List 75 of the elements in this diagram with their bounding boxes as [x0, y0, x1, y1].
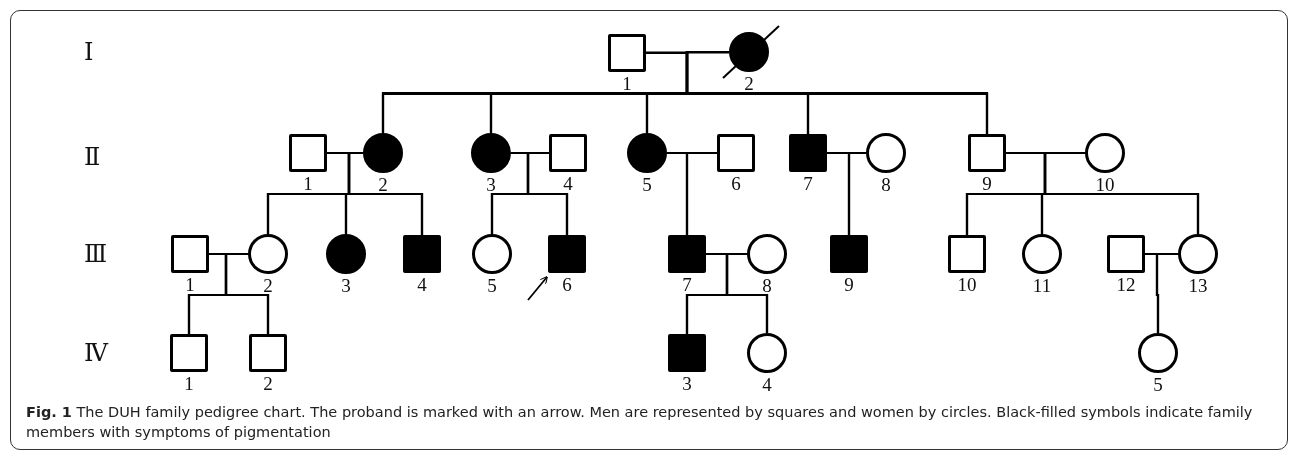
pedigree-line	[1155, 252, 1178, 333]
proband-arrow	[527, 275, 548, 301]
pedigree-line	[685, 151, 717, 235]
individual-number: 8	[762, 275, 772, 297]
individual-number: 6	[562, 274, 572, 296]
individual-number: 3	[486, 174, 496, 196]
male-square	[948, 235, 986, 273]
individual-number: 8	[881, 174, 891, 196]
individual-number: 5	[642, 174, 652, 196]
male-square	[789, 134, 827, 172]
individual-number: 4	[563, 173, 573, 195]
individual-number: 6	[731, 173, 741, 195]
individual-number: 2	[263, 275, 273, 297]
individual-number: 9	[844, 274, 854, 296]
individual-number: 2	[744, 73, 754, 95]
generation-label: Ⅱ	[84, 143, 101, 171]
generation-label: Ⅲ	[84, 240, 108, 268]
individual-number: 12	[1116, 274, 1136, 296]
generation-label: Ⅰ	[84, 38, 94, 66]
male-square	[968, 134, 1006, 172]
female-circle	[471, 133, 511, 173]
individual-number: 1	[185, 274, 195, 296]
female-circle	[472, 234, 512, 274]
male-square	[608, 34, 646, 72]
pedigree-line	[847, 151, 866, 235]
female-circle	[866, 133, 906, 173]
individual-number: 10	[957, 274, 977, 296]
female-circle	[729, 32, 769, 72]
individual-number: 1	[622, 73, 632, 95]
pedigree-line	[347, 151, 424, 235]
individual-number: 7	[803, 173, 813, 195]
male-square	[549, 134, 587, 172]
female-circle	[248, 234, 288, 274]
male-square	[249, 334, 287, 372]
male-square	[289, 134, 327, 172]
individual-number: 7	[682, 274, 692, 296]
female-circle	[1085, 133, 1125, 173]
individual-number: 1	[303, 173, 313, 195]
individual-number: 4	[762, 374, 772, 396]
female-circle	[627, 133, 667, 173]
male-square	[1107, 235, 1145, 273]
individual-number: 5	[1153, 374, 1163, 396]
individual-number: 2	[263, 373, 273, 395]
generation-label: Ⅳ	[84, 339, 108, 367]
male-square	[668, 235, 706, 273]
pedigree-line	[526, 151, 569, 235]
female-circle	[326, 234, 366, 274]
male-square	[668, 334, 706, 372]
male-square	[403, 235, 441, 273]
male-square	[171, 235, 209, 273]
female-circle	[1178, 234, 1218, 274]
female-circle	[363, 133, 403, 173]
female-circle	[1022, 234, 1062, 274]
individual-number: 2	[378, 174, 388, 196]
male-square	[548, 235, 586, 273]
pedigree-line	[646, 51, 729, 54]
female-circle	[1138, 333, 1178, 373]
individual-number: 13	[1188, 275, 1208, 297]
individual-number: 4	[417, 274, 427, 296]
pedigree-line	[725, 252, 769, 333]
female-circle	[747, 234, 787, 274]
individual-number: 9	[982, 173, 992, 195]
pedigree-line	[1043, 151, 1200, 234]
male-square	[717, 134, 755, 172]
individual-number: 3	[341, 275, 351, 297]
individual-number: 5	[487, 275, 497, 297]
male-square	[170, 334, 208, 372]
female-circle	[747, 333, 787, 373]
individual-number: 3	[682, 373, 692, 395]
pedigree-line	[224, 252, 270, 334]
individual-number: 10	[1095, 174, 1115, 196]
individual-number: 1	[184, 373, 194, 395]
figure-caption: Fig. 1 The DUH family pedigree chart. The proband is marked with an arrow. Men are represented by squares and women by circles. Black-filled symbols indicate family members with symptoms of pigmentation	[26, 403, 1254, 442]
individual-number: 11	[1032, 275, 1052, 297]
male-square	[830, 235, 868, 273]
